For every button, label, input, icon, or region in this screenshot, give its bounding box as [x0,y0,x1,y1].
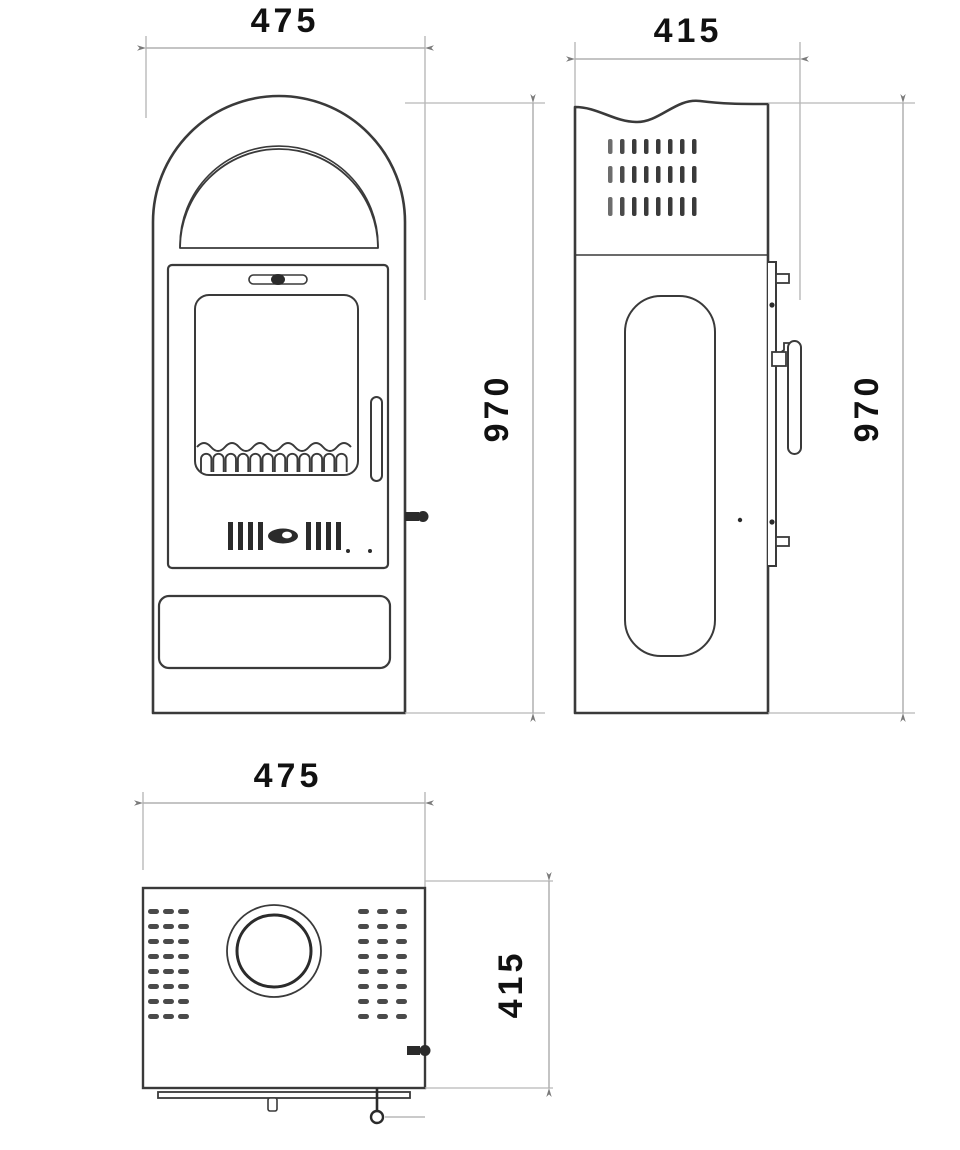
air-slot [238,522,243,550]
vent-row-2 [608,166,697,183]
dimension-label-front-height: 970 [478,374,516,443]
detail-dot [346,549,350,553]
side-knob-stem [405,512,419,521]
dimension-label-top-depth: 415 [492,950,530,1019]
lower-hinge [775,536,790,547]
dimension-label-side-height: 970 [848,374,886,443]
side-handle[interactable] [771,340,802,455]
door-latch[interactable] [248,274,308,285]
top-view-side-knob [407,1045,431,1056]
top-view: 475 [134,757,553,1125]
dimension-side-height: 970 [768,94,915,722]
side-detail-dot [737,517,743,523]
left-vent-hole-grid [148,909,189,1019]
upper-hinge [775,273,790,284]
rail-end-circle [369,1109,385,1125]
air-control-knob-highlight [282,531,292,539]
door-handle[interactable] [370,396,383,482]
dimension-side-depth: 415 [566,12,809,300]
upper-hinge-pin-dot [769,302,775,308]
dimension-label-side-depth: 415 [654,12,723,50]
fire-grate [196,442,352,472]
upper-hinge-body [775,273,790,284]
lower-hinge-pin-dot [769,519,775,525]
air-slot [228,522,233,550]
side-handle-bracket [771,351,787,367]
front-rail-bar [157,1091,411,1099]
dimension-label-front-width: 475 [251,2,320,40]
side-knob-stem [407,1046,420,1055]
grate-wave-line [196,442,352,452]
front-body-side-knob [405,511,429,522]
door-edge-profile [768,261,777,567]
side-knob-head [419,1045,431,1056]
air-slot [326,522,331,550]
flue-collar-inner-ring [235,913,313,989]
lower-hinge-body [775,536,790,547]
top-vent-grille [608,139,697,216]
front-rail [157,1088,425,1125]
ash-drawer-panel[interactable] [157,594,392,670]
air-control[interactable] [228,522,372,553]
air-slot [306,522,311,550]
vent-row-3 [608,197,697,216]
side-view: 415 [566,12,915,722]
air-slot [336,522,341,550]
side-panel-inset [624,295,716,657]
air-slot [258,522,263,550]
inner-arch-panel [179,145,379,249]
dimension-front-width: 475 [137,2,434,300]
side-knob-head [417,511,429,522]
front-view: 475 [137,2,545,722]
door-latch-knob [271,274,285,285]
vent-row-1 [608,139,697,154]
right-vent-hole-grid [358,909,407,1019]
air-slot [316,522,321,550]
glass-window [194,294,359,476]
inner-arch-curve [179,148,379,249]
dimension-front-height: 970 [405,94,545,722]
grate-bars [200,452,348,472]
rail-knob [267,1097,278,1112]
detail-dot [368,549,372,553]
side-handle-bar [787,340,802,455]
dimension-top-depth: 415 [425,872,553,1097]
dimension-label-top-width: 475 [254,757,323,795]
air-slot [248,522,253,550]
